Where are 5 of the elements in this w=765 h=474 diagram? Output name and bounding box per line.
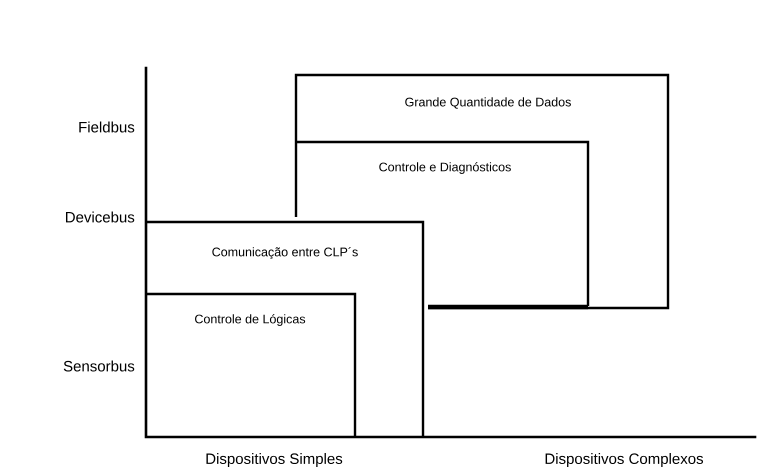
axis-label: Devicebus [66,212,134,222]
logic-box: Controle de Lógicas [146,292,356,437]
axis-label: Fieldbus [79,122,134,132]
axis-label: Dispositivos Simples [206,453,342,467]
axis-label: Dispositivos Complexos [546,453,704,467]
